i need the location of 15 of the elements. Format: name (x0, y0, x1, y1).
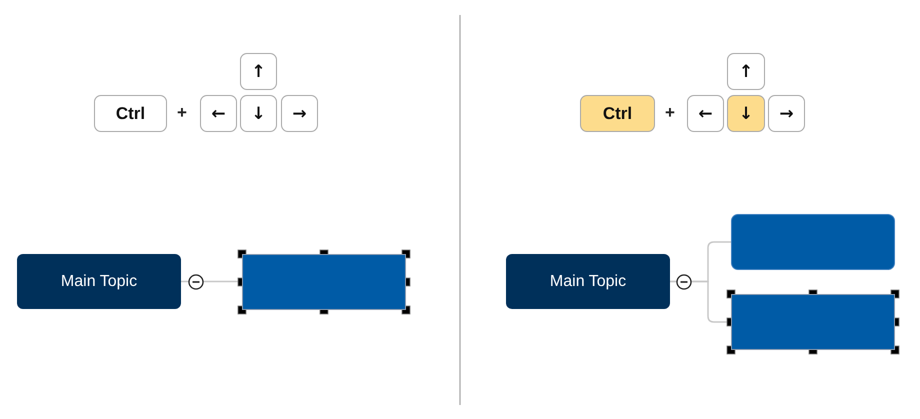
main-topic-box: Main Topic (17, 254, 181, 309)
arrow-key: ↓ (240, 95, 277, 132)
subtopic-box (731, 214, 895, 270)
plus-sign: + (177, 103, 187, 123)
arrow-key: → (768, 95, 805, 132)
ctrl-key: Ctrl (580, 95, 655, 132)
arrow-key: → (281, 95, 318, 132)
arrow-key: ↑ (727, 53, 765, 90)
arrow-key: ← (200, 95, 237, 132)
arrow-key: ↑ (240, 53, 277, 90)
main-topic-box: Main Topic (506, 254, 670, 309)
arrow-key: ← (687, 95, 724, 132)
arrow-key: ↓ (727, 95, 765, 132)
plus-sign: + (665, 103, 675, 123)
ctrl-key: Ctrl (94, 95, 167, 132)
